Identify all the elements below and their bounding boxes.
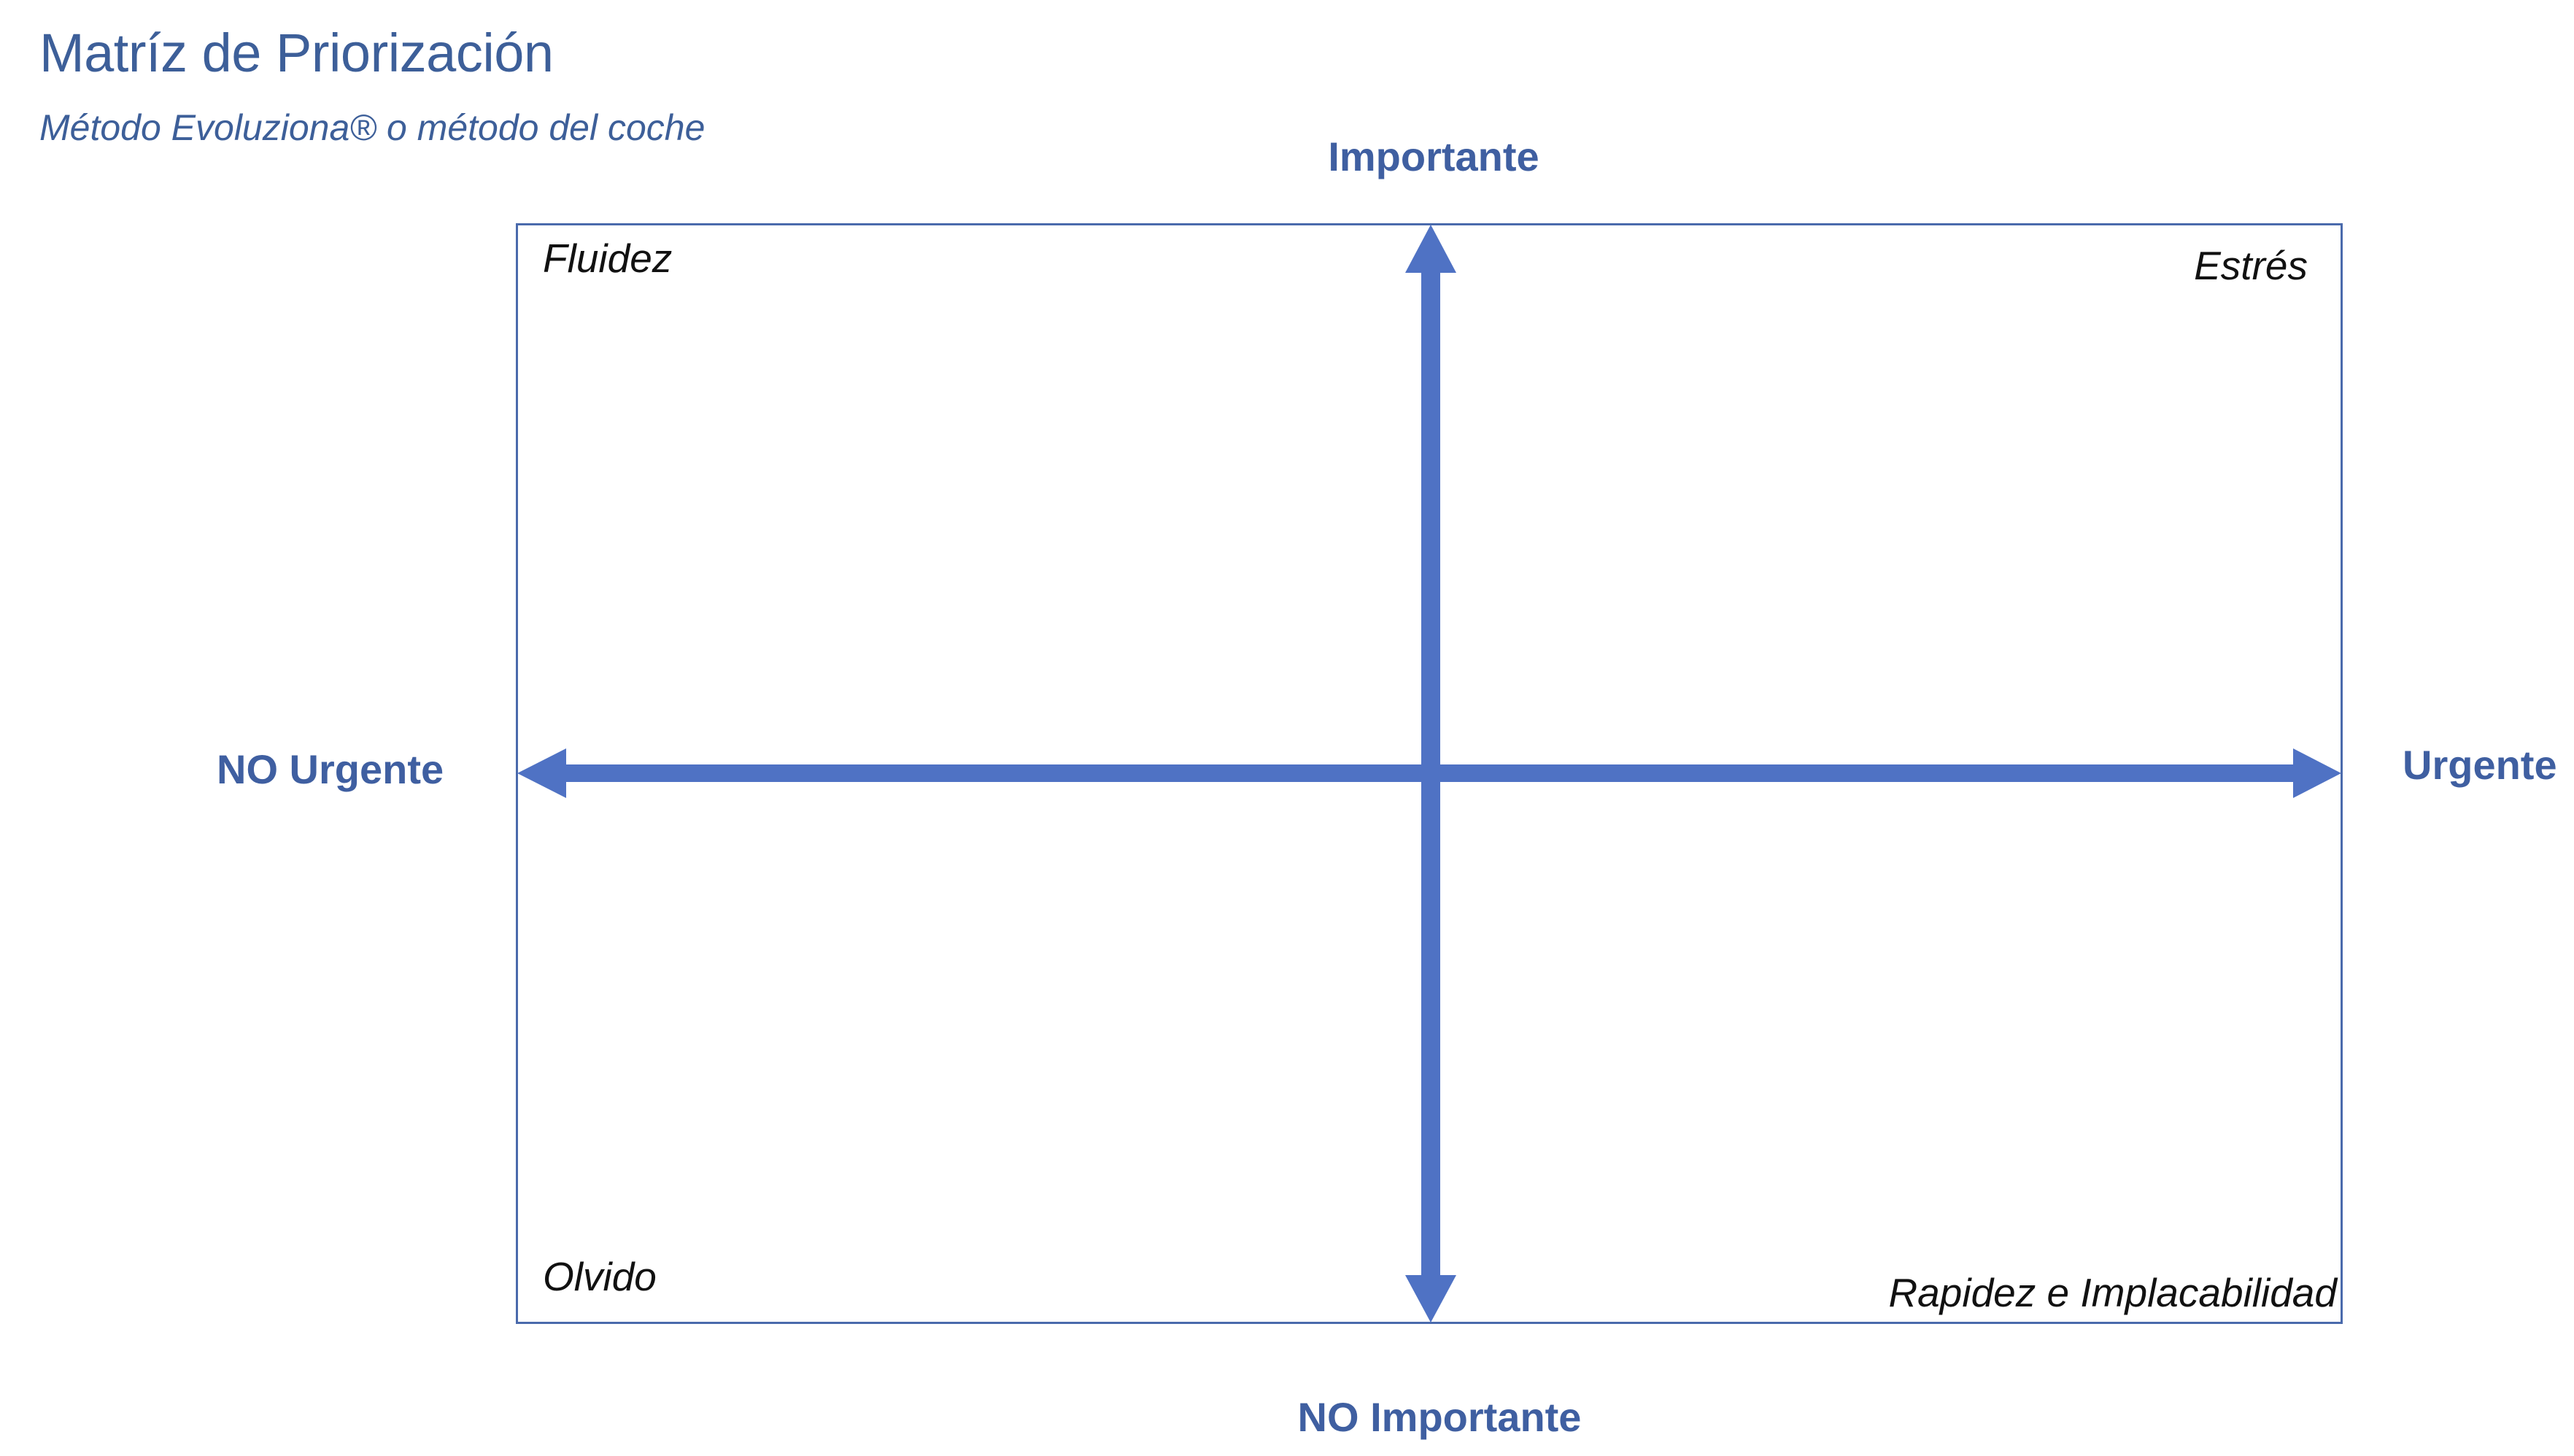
quadrant-label-bottom-left: Olvido bbox=[543, 1254, 657, 1299]
axis-label-important: Importante bbox=[1328, 133, 1539, 179]
axis-label-urgent: Urgente bbox=[2403, 742, 2557, 788]
matrix-frame bbox=[516, 223, 2343, 1324]
arrow-left-icon bbox=[517, 748, 566, 798]
quadrant-label-top-left: Fluidez bbox=[543, 236, 673, 281]
page-subtitle: Método Evoluziona® o método del coche bbox=[39, 107, 706, 148]
horizontal-axis-line bbox=[562, 764, 2298, 782]
axis-label-not-urgent: NO Urgente bbox=[217, 746, 444, 792]
arrow-up-icon bbox=[1405, 225, 1456, 273]
arrow-down-icon bbox=[1405, 1275, 1456, 1323]
axis-label-not-important: NO Importante bbox=[1297, 1394, 1582, 1440]
page-title: Matríz de Priorización bbox=[39, 23, 554, 83]
quadrant-label-top-right: Estrés bbox=[2194, 243, 2308, 288]
quadrant-label-bottom-right: Rapidez e Implacabilidad bbox=[1888, 1270, 2337, 1315]
arrow-right-icon bbox=[2293, 748, 2341, 798]
